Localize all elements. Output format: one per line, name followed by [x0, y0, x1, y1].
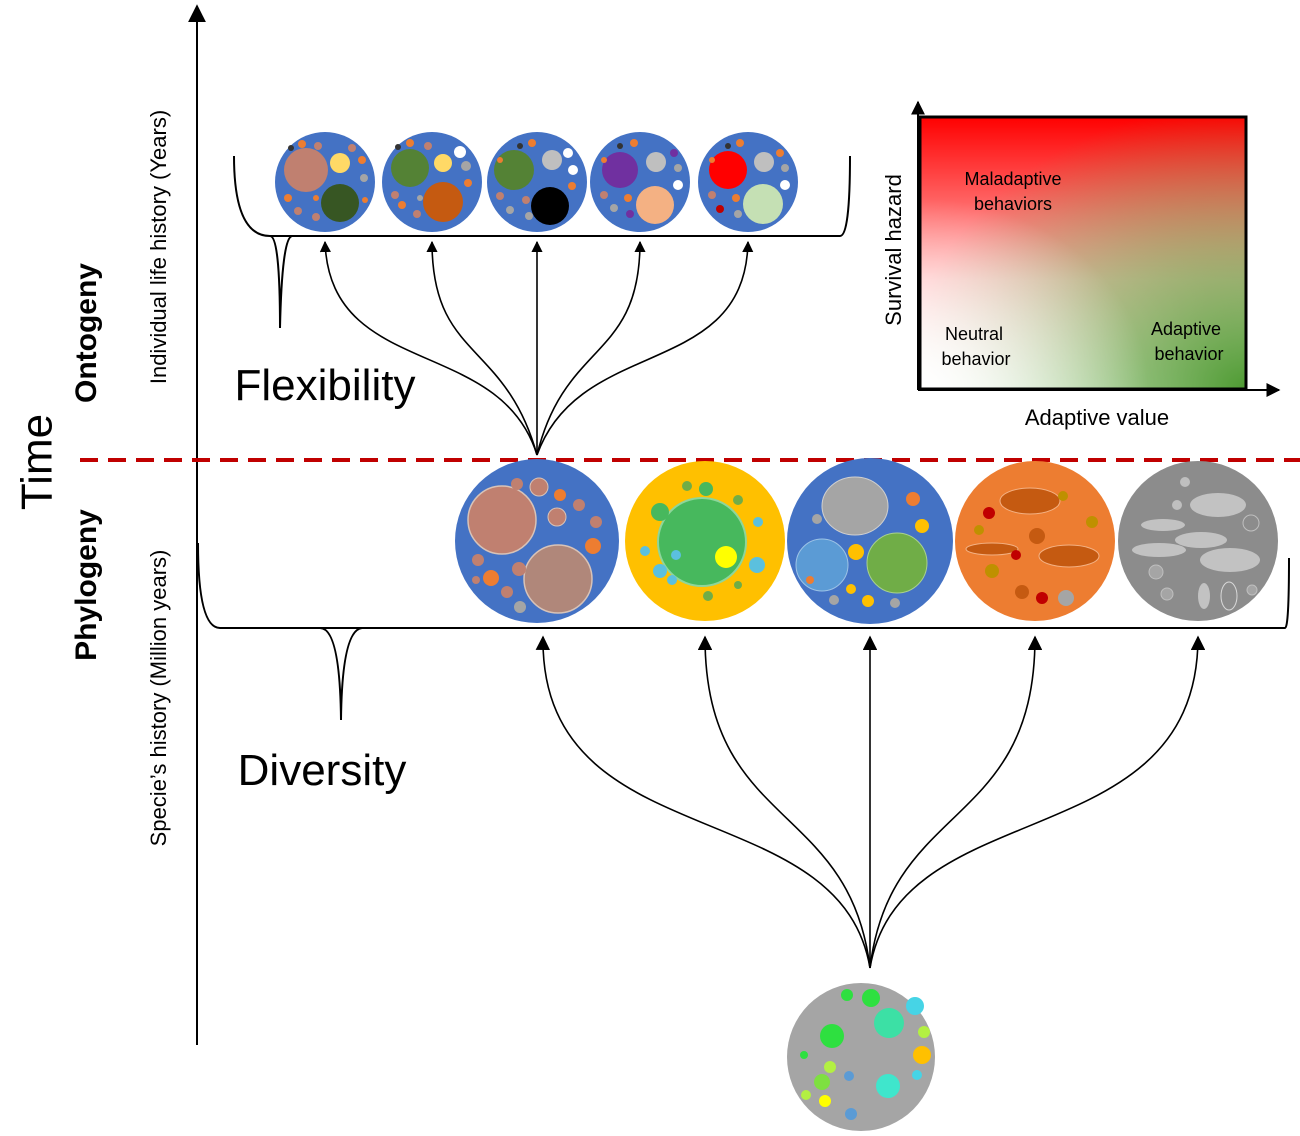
neutral-label-line1: Neutral — [945, 324, 1003, 344]
ontogeny-brace — [233, 155, 851, 329]
species-gray — [1118, 461, 1278, 621]
time-label: Time — [13, 414, 62, 510]
phylogeny-brace — [197, 542, 1290, 721]
ontogeny-behavior-4 — [590, 132, 690, 232]
species-history-label: Specie’s history (Million years) — [146, 550, 171, 847]
phylogeny-label: Phylogeny — [70, 509, 103, 661]
inset-y-axis-label: Survival hazard — [881, 174, 906, 326]
adaptive-label-line2: behavior — [1154, 344, 1223, 364]
ontogeny-behavior-3 — [487, 132, 587, 232]
inset-x-axis-label: Adaptive value — [1025, 405, 1169, 430]
ontogeny-behavior-2 — [382, 132, 482, 232]
species-blue-2 — [787, 458, 953, 624]
ontogeny-behavior-1 — [275, 132, 375, 232]
species-orange — [955, 461, 1115, 621]
species-blue-1 — [455, 459, 619, 623]
adaptive-label-line1: Adaptive — [1151, 319, 1221, 339]
neutral-label-line2: behavior — [941, 349, 1010, 369]
maladaptive-label-line1: Maladaptive — [964, 169, 1061, 189]
diversity-label: Diversity — [238, 746, 407, 795]
diversity-arrows — [535, 635, 1206, 969]
species-yellow — [625, 461, 785, 621]
flexibility-arrows — [319, 240, 754, 456]
maladaptive-label-line2: behaviors — [974, 194, 1052, 214]
ancestral-species — [787, 983, 935, 1131]
individual-history-label: Individual life history (Years) — [146, 110, 171, 384]
ontogeny-behavior-5 — [698, 132, 798, 232]
inset-chart: Survival hazard Adaptive value Maladapti… — [881, 100, 1281, 430]
ontogeny-label: Ontogeny — [70, 263, 103, 403]
flexibility-label: Flexibility — [235, 361, 416, 410]
